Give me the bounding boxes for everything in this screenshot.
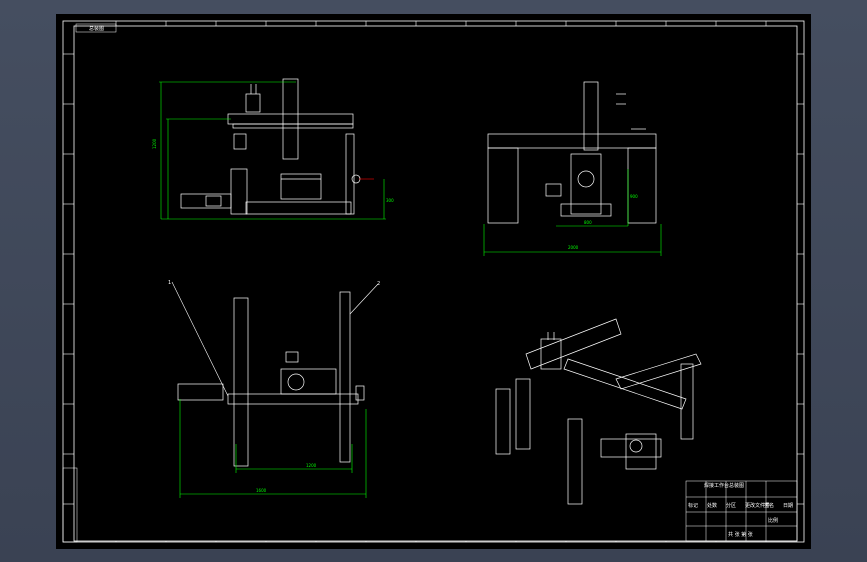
title-block <box>685 480 798 542</box>
iso-left-leg-2 <box>515 378 531 450</box>
front-motor-box <box>245 93 261 113</box>
front-dim-height: 1200 <box>152 138 157 149</box>
top-dims <box>179 399 367 498</box>
front-rotary <box>351 174 361 184</box>
top-view <box>177 291 365 467</box>
outer-frame <box>62 20 805 543</box>
front-dims <box>159 81 386 220</box>
side-rotary-body <box>570 153 602 215</box>
front-left-post <box>233 133 247 150</box>
top-balloon-right: 2 <box>377 281 380 287</box>
iso-left-leg-1 <box>495 388 511 455</box>
title-block-header-cell: 处数 <box>707 502 717 509</box>
side-dim-width: 2000 <box>568 245 579 250</box>
side-beam <box>487 133 657 149</box>
front-base <box>245 201 352 215</box>
front-left-leg <box>230 168 248 215</box>
iso-cross-beam <box>563 358 687 410</box>
side-rotary-disc <box>577 170 595 188</box>
iso-front-leg <box>567 418 583 505</box>
top-leaders <box>171 281 379 397</box>
top-motor <box>177 383 224 401</box>
sheet-label: 总装图 <box>89 25 104 32</box>
title-block-sheet: 共 张 第 张 <box>728 531 753 538</box>
title-block-header-cell: 更改文件号 <box>745 502 770 509</box>
side-rotary-base <box>560 203 612 217</box>
side-left-leg <box>487 147 519 224</box>
top-dim-inner: 1200 <box>306 463 317 468</box>
top-left-rail <box>233 297 249 467</box>
zone-ticks <box>63 21 804 542</box>
title-block-header-cell: 标记 <box>688 502 698 509</box>
top-cross-beam <box>227 393 359 405</box>
front-z-column <box>282 78 299 160</box>
title-block-title: 焊接工作台总装图 <box>704 482 744 489</box>
iso-view <box>495 318 702 505</box>
iso-beam <box>525 318 622 370</box>
front-side-motor <box>180 193 232 209</box>
side-view <box>487 81 657 224</box>
front-table <box>280 173 322 200</box>
title-block-header-cell: 签名 <box>764 502 774 509</box>
iso-rotary-disc <box>629 439 643 453</box>
title-block-header-cell: 日期 <box>783 503 793 509</box>
side-motor <box>545 183 562 197</box>
revision-block <box>62 467 78 543</box>
front-dim-small: 300 <box>386 198 394 203</box>
title-block-header-cell: 分区 <box>726 502 736 509</box>
iso-arm <box>615 353 702 390</box>
iso-rotary-base <box>600 438 662 458</box>
side-dim-inner: 800 <box>584 220 592 225</box>
iso-motor-block <box>540 338 562 370</box>
top-balloon-left: 1 <box>168 280 171 286</box>
side-z-column <box>583 81 599 151</box>
drawing-canvas: 总装图 <box>62 20 805 543</box>
front-view <box>180 78 361 215</box>
side-right-leg <box>627 147 657 224</box>
side-dim-height: 900 <box>630 194 638 199</box>
iso-right-leg <box>680 363 694 440</box>
top-rotary <box>287 373 305 391</box>
sheet-label-box <box>75 23 117 33</box>
top-dim-width: 1600 <box>256 488 267 493</box>
front-beam <box>227 113 354 125</box>
drawing-sheet: 总装图 <box>56 14 811 549</box>
top-right-rail <box>339 291 351 463</box>
inner-frame <box>73 25 798 542</box>
top-table <box>280 368 337 395</box>
iso-rotary-box <box>625 433 657 470</box>
front-beam-rail <box>232 123 354 129</box>
title-block-scale: 比例 <box>768 517 778 524</box>
side-dims <box>483 169 662 256</box>
